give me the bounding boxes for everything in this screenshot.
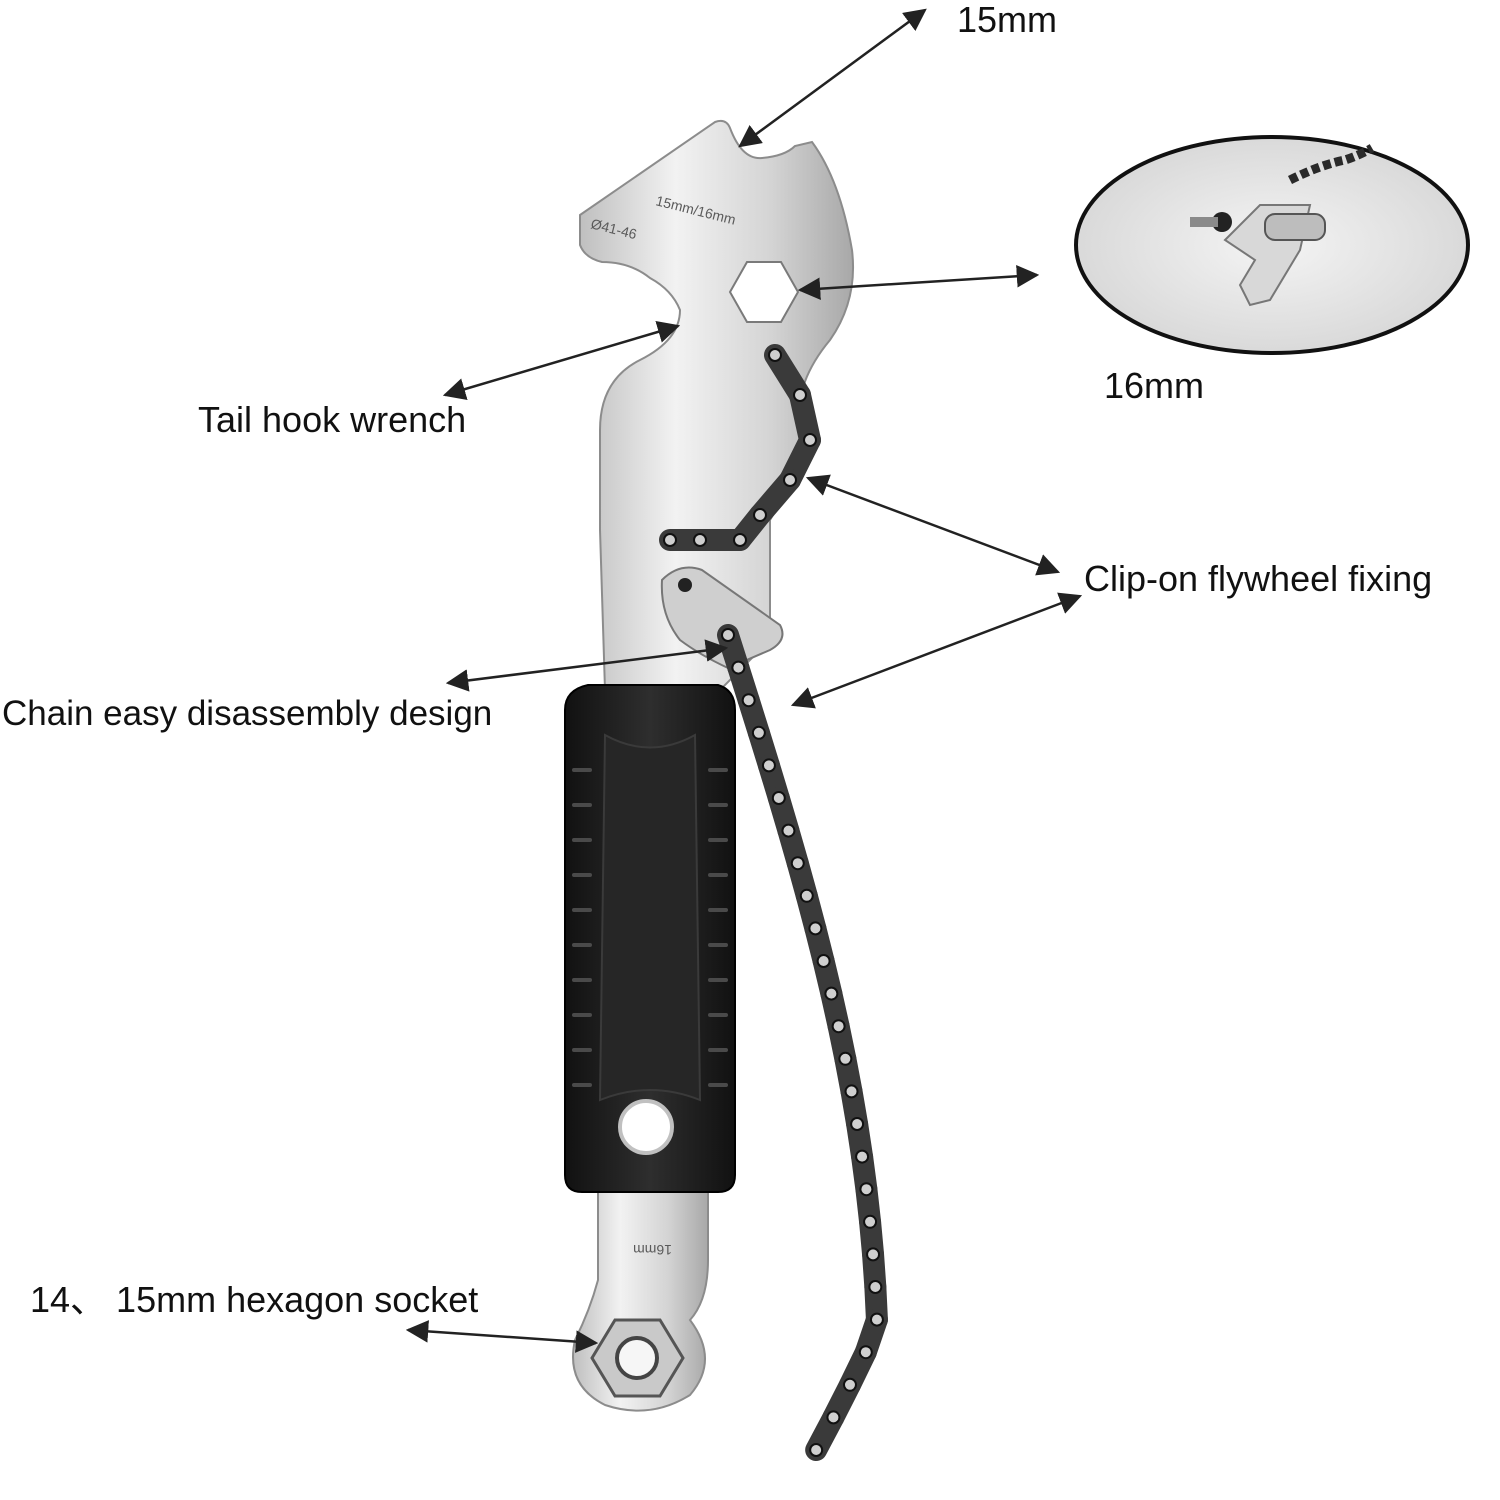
label-tail-hook-wrench: Tail hook wrench bbox=[198, 399, 467, 440]
chain-hanging-pin bbox=[816, 954, 831, 968]
label-clip-on-flywheel-fixing: Clip-on flywheel fixing bbox=[1084, 558, 1433, 599]
chain-hanging-pin bbox=[799, 888, 814, 903]
arrow-chain-design bbox=[445, 639, 729, 692]
chain-hanging-pin bbox=[868, 1280, 883, 1294]
label-hexagon-socket: 14、 15mm hexagon socket bbox=[30, 1279, 479, 1320]
chain-hanging-pin bbox=[781, 823, 796, 838]
chain-hanging-pin bbox=[761, 758, 776, 773]
chain-hanging-pin bbox=[866, 1247, 881, 1262]
chain-hanging-pin bbox=[838, 1051, 853, 1066]
inset-bolt-shaft bbox=[1190, 217, 1218, 227]
arrow-hex-socket bbox=[405, 1320, 599, 1353]
chain-hanging-pin bbox=[751, 725, 766, 740]
chain-hanging-pin bbox=[869, 1312, 884, 1327]
label-chain-easy-disassembly: Chain easy disassembly design bbox=[2, 694, 493, 733]
arrow-clip-on-upper bbox=[805, 474, 1061, 576]
chain-hanging-pin bbox=[842, 1377, 857, 1392]
chain-upper-pin bbox=[663, 533, 677, 547]
arrow-15mm bbox=[738, 8, 927, 148]
chain-upper-pin bbox=[803, 433, 817, 447]
chain-hanging-pin bbox=[831, 1019, 846, 1034]
hang-hole bbox=[618, 1099, 674, 1155]
chain-upper-pin bbox=[753, 508, 767, 522]
inset-photo bbox=[1074, 135, 1470, 355]
annotation-arrows bbox=[405, 8, 1083, 1353]
chain-hanging-pin bbox=[741, 693, 756, 708]
chain-hanging-pin bbox=[771, 791, 786, 805]
grip-inner-panel bbox=[598, 733, 702, 1102]
grip-ridges bbox=[572, 768, 728, 1087]
chain-hanging-pin bbox=[721, 628, 735, 642]
chain-hanging-pin bbox=[859, 1182, 874, 1197]
chain-hanging-pin bbox=[858, 1345, 873, 1360]
chain-hanging-pin bbox=[808, 921, 823, 936]
chain-hanging-pin bbox=[824, 986, 839, 1001]
label-15mm: 15mm bbox=[957, 0, 1058, 40]
hex-socket-hole bbox=[615, 1336, 659, 1380]
handle-engraving: 16mm bbox=[633, 1242, 672, 1258]
chain-hanging-pin bbox=[790, 856, 805, 871]
inset-chain-strand bbox=[1287, 144, 1375, 185]
chain-hanging-pin bbox=[844, 1084, 859, 1099]
chain-upper-pin bbox=[783, 473, 797, 487]
inset-socket bbox=[1264, 213, 1326, 241]
arrow-16mm bbox=[797, 265, 1040, 300]
chain-hanging-pin bbox=[855, 1149, 870, 1164]
chain-hanging-pin bbox=[731, 660, 746, 675]
chain-upper-pin bbox=[693, 533, 707, 547]
chain-hanging-pin bbox=[863, 1214, 878, 1229]
chain bbox=[659, 344, 888, 1461]
arrow-clip-on-lower bbox=[790, 592, 1083, 709]
chain-upper-pin bbox=[768, 348, 782, 362]
clamp-rivet bbox=[678, 578, 692, 592]
chain-upper-pin bbox=[793, 388, 807, 402]
chain-hanging-pin bbox=[850, 1117, 865, 1131]
label-16mm: 16mm bbox=[1104, 365, 1205, 406]
hex-hole bbox=[728, 261, 800, 323]
arrow-tail-hook bbox=[442, 320, 681, 401]
chain-hanging-pin bbox=[826, 1410, 841, 1425]
wrench: 15mm/16mm Ø41-46 16mm bbox=[564, 119, 855, 1412]
chain-hanging-pin bbox=[809, 1443, 824, 1457]
chain-upper-pin bbox=[733, 533, 747, 547]
